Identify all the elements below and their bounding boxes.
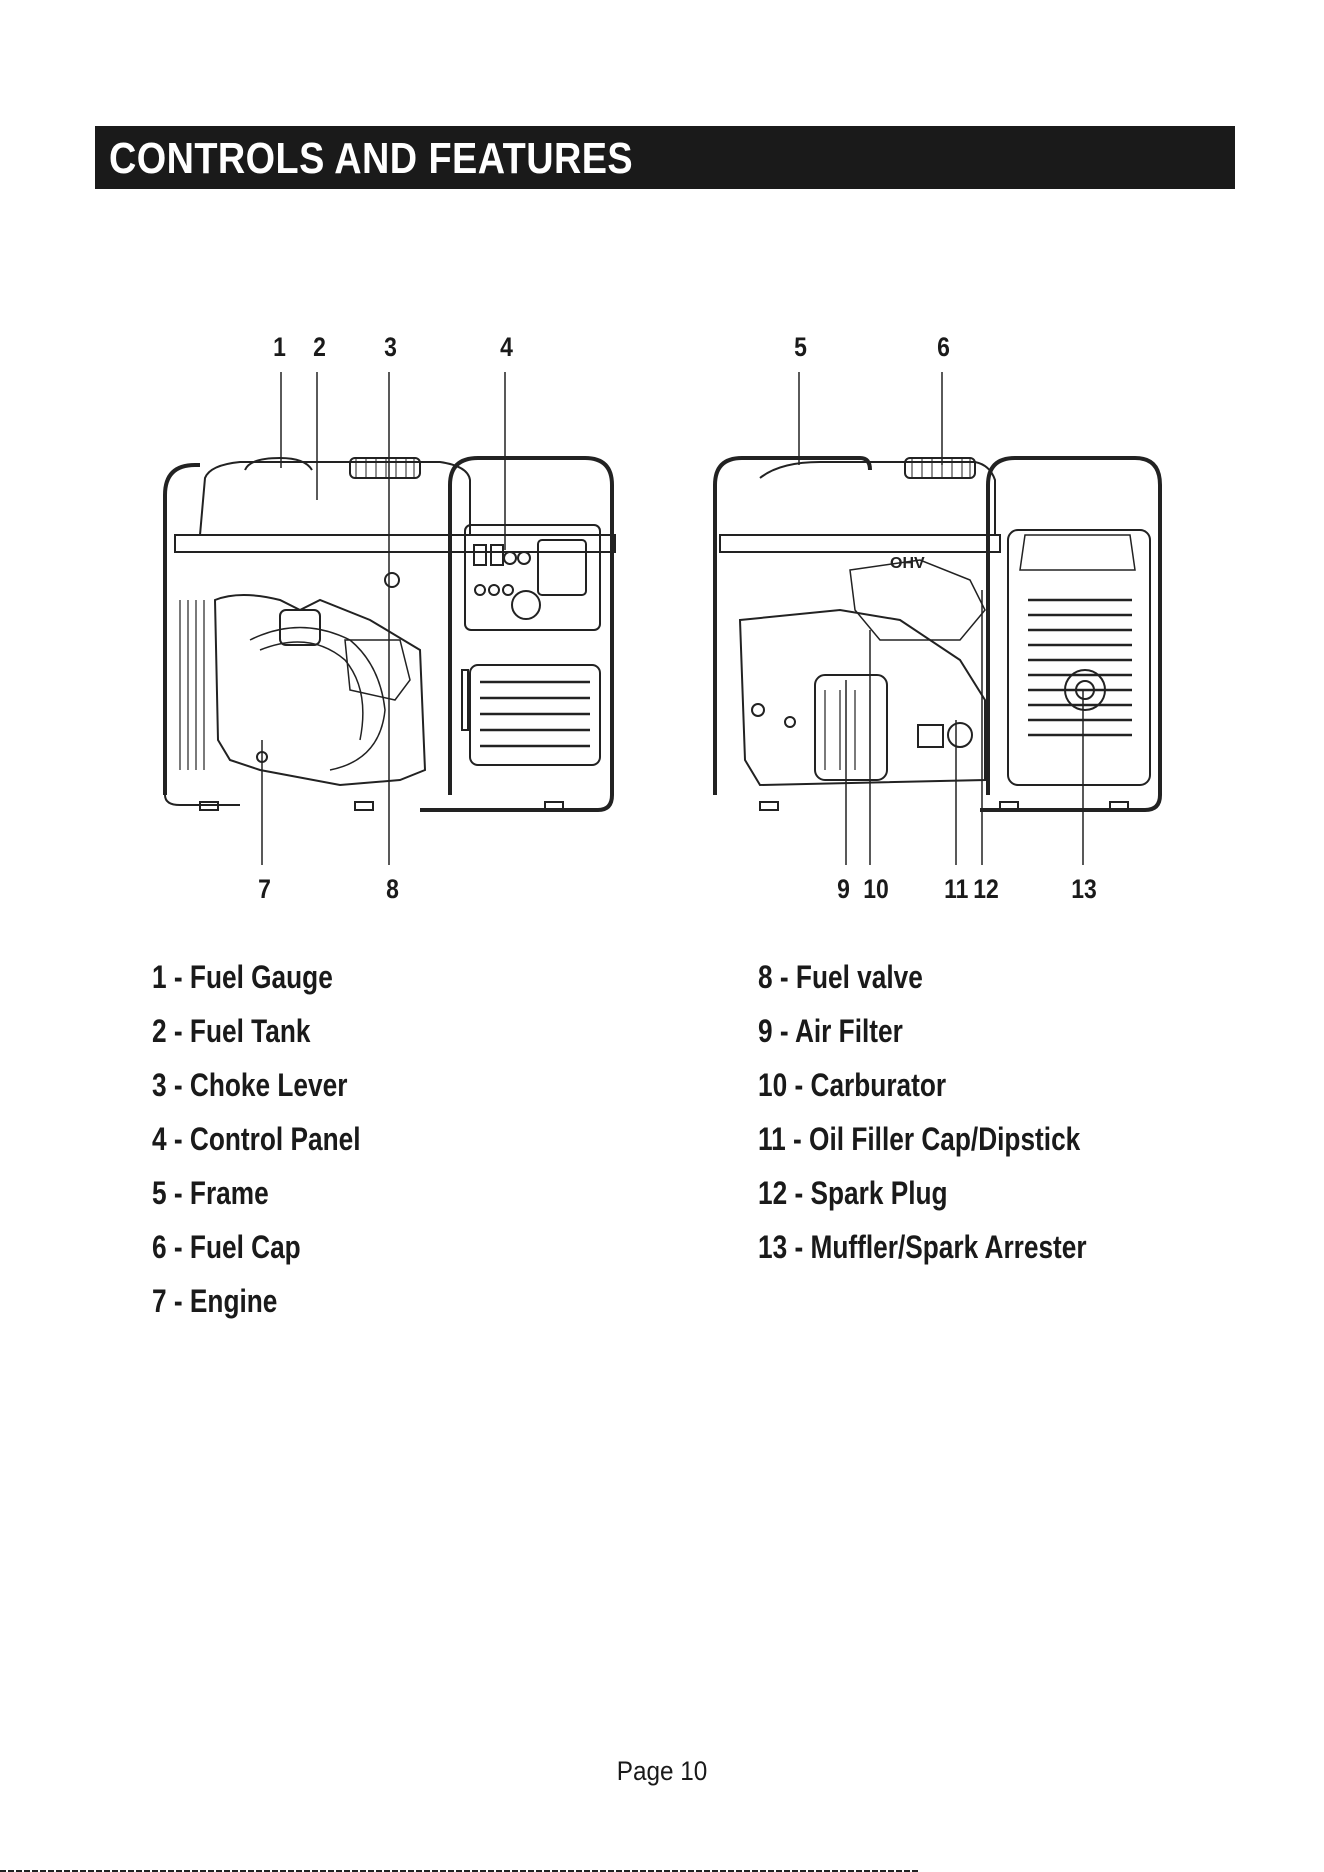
section-title: CONTROLS AND FEATURES — [109, 134, 633, 184]
callout-1: 1 — [273, 334, 286, 361]
callout-12: 12 — [973, 876, 999, 903]
legend-item: 2 - Fuel Tank — [152, 1004, 360, 1058]
section-header: CONTROLS AND FEATURES — [95, 126, 1235, 189]
callout-7: 7 — [258, 876, 271, 903]
legend-item: 8 - Fuel valve — [758, 950, 1087, 1004]
legend-left-column: 1 - Fuel Gauge 2 - Fuel Tank 3 - Choke L… — [152, 950, 406, 1328]
callout-5: 5 — [794, 334, 807, 361]
legend-item: 6 - Fuel Cap — [152, 1220, 360, 1274]
legend-item: 3 - Choke Lever — [152, 1058, 360, 1112]
crossbar-right — [720, 535, 1000, 552]
frame-right — [420, 458, 612, 810]
leader-lines-right — [799, 372, 1083, 865]
generator-left-view-illustration — [150, 365, 630, 865]
callout-13: 13 — [1071, 876, 1097, 903]
crossbar — [175, 535, 615, 552]
legend-item: 4 - Control Panel — [152, 1112, 360, 1166]
fuel-tank-shape — [200, 462, 470, 535]
callout-6: 6 — [937, 334, 950, 361]
frame-left — [165, 465, 200, 795]
callout-8: 8 — [386, 876, 399, 903]
callout-10: 10 — [863, 876, 889, 903]
callout-4: 4 — [500, 334, 513, 361]
legend-item: 7 - Engine — [152, 1274, 360, 1328]
callout-2: 2 — [313, 334, 326, 361]
legend-item: 1 - Fuel Gauge — [152, 950, 360, 1004]
switch-1 — [474, 545, 486, 565]
legend-item: 10 - Carburator — [758, 1058, 1087, 1112]
callout-11: 11 — [944, 876, 968, 903]
callout-9: 9 — [837, 876, 850, 903]
air-filter-shape — [815, 675, 887, 780]
tank-top-right — [760, 462, 995, 535]
legend-right-column: 8 - Fuel valve 9 - Air Filter 10 - Carbu… — [758, 950, 1159, 1274]
fuel-gauge-shape — [245, 458, 312, 470]
legend-item: 13 - Muffler/Spark Arrester — [758, 1220, 1087, 1274]
legend-item: 11 - Oil Filler Cap/Dipstick — [758, 1112, 1087, 1166]
legend-item: 5 - Frame — [152, 1166, 360, 1220]
legend-item: 9 - Air Filter — [758, 1004, 1087, 1058]
generator-right-view-illustration: OHV — [700, 365, 1170, 865]
callout-3: 3 — [384, 334, 397, 361]
muffler-housing — [1008, 530, 1150, 785]
legend-item: 12 - Spark Plug — [758, 1166, 1087, 1220]
engine-side-block — [740, 610, 985, 785]
switch-2 — [491, 545, 503, 565]
page-number: Page 10 — [66, 1756, 1258, 1787]
oil-filler-cap — [948, 723, 972, 747]
leader-lines-left — [262, 372, 505, 865]
engine-badge-text: OHV — [890, 555, 925, 572]
choke-lever-knob — [385, 573, 399, 587]
